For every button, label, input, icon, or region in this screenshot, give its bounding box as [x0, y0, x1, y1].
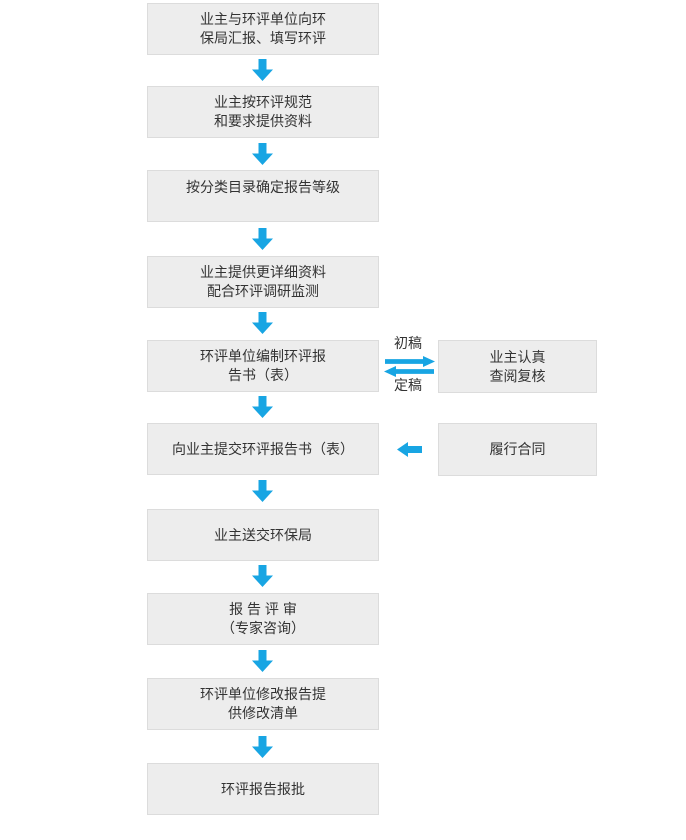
flow-step-4-label: 业主提供更详细资料 配合环评调研监测	[200, 264, 326, 299]
arrow-down-icon	[252, 650, 273, 672]
arrow-down-icon	[252, 480, 273, 502]
side-box-owner-review: 业主认真 查阅复核	[438, 340, 597, 393]
arrow-down-icon	[252, 736, 273, 758]
flow-step-10-report-approval: 环评报告报批	[147, 763, 379, 815]
arrow-right-icon	[385, 356, 435, 367]
arrow-down-icon	[252, 59, 273, 81]
side-box-fulfill-contract-label: 履行合同	[489, 441, 546, 457]
flow-step-4-detailed-materials: 业主提供更详细资料 配合环评调研监测	[147, 256, 379, 308]
flow-step-1-label: 业主与环评单位向环 保局汇报、填写环评	[200, 11, 326, 46]
edge-label-draft: 初稿	[394, 335, 422, 351]
flow-step-9-label: 环评单位修改报告提 供修改清单	[200, 686, 326, 721]
arrow-left-icon	[384, 366, 434, 377]
flow-step-7-owner-sends-to-epb: 业主送交环保局	[147, 509, 379, 561]
edge-label-final: 定稿	[394, 377, 422, 393]
flow-step-7-label: 业主送交环保局	[214, 526, 312, 543]
flow-step-5-label: 环评单位编制环评报 告书（表）	[200, 348, 326, 383]
flow-step-3-determine-report-level: 按分类目录确定报告等级	[147, 170, 379, 222]
arrow-down-icon	[252, 565, 273, 587]
flow-step-9-revise-report: 环评单位修改报告提 供修改清单	[147, 678, 379, 730]
arrow-left-icon	[397, 442, 422, 457]
flow-step-5-compile-report: 环评单位编制环评报 告书（表）	[147, 340, 379, 392]
arrow-down-icon	[252, 396, 273, 418]
arrow-down-icon	[252, 312, 273, 334]
flow-step-6-submit-report-to-owner: 向业主提交环评报告书（表）	[147, 423, 379, 475]
flow-step-2-label: 业主按环评规范 和要求提供资料	[214, 94, 312, 129]
flow-step-10-label: 环评报告报批	[221, 780, 305, 797]
flow-step-2-provide-materials: 业主按环评规范 和要求提供资料	[147, 86, 379, 138]
arrow-down-icon	[252, 143, 273, 165]
flow-step-3-label: 按分类目录确定报告等级	[186, 179, 340, 195]
flow-step-8-label: 报 告 评 审 （专家咨询）	[221, 601, 305, 636]
side-box-owner-review-label: 业主认真 查阅复核	[489, 348, 546, 384]
flow-step-6-label: 向业主提交环评报告书（表）	[172, 440, 354, 457]
flow-step-1-report-to-epb: 业主与环评单位向环 保局汇报、填写环评	[147, 3, 379, 55]
side-box-fulfill-contract: 履行合同	[438, 423, 597, 476]
arrow-down-icon	[252, 228, 273, 250]
flow-step-8-report-review: 报 告 评 审 （专家咨询）	[147, 593, 379, 645]
